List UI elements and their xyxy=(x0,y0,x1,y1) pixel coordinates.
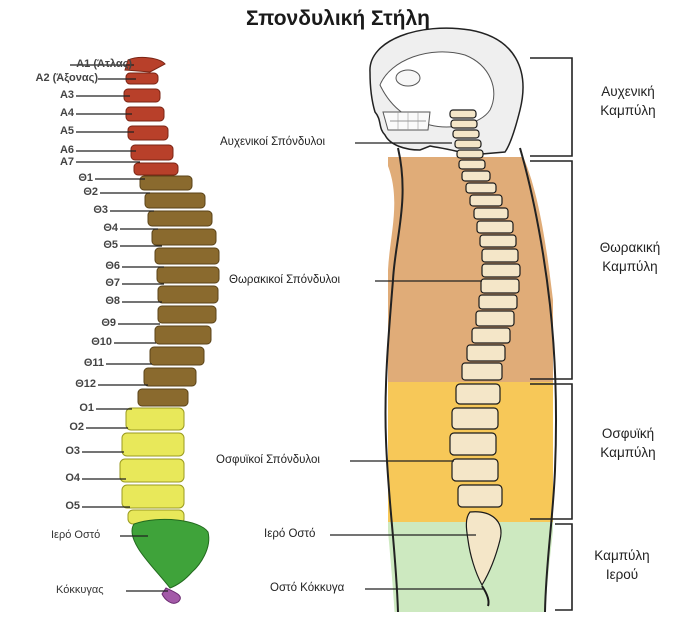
label-t1: Θ1 xyxy=(33,172,93,184)
label-l1: Ο1 xyxy=(34,402,94,414)
label-a4: Α4 xyxy=(14,107,74,119)
region-lumbar-line2: Καμπύλη xyxy=(578,443,676,462)
label-t10: Θ10 xyxy=(52,336,112,348)
region-cervical-curve: Αυχενική Καμπύλη xyxy=(578,82,676,120)
label-coccyx-mid: Οστό Κόκκυγα xyxy=(270,582,344,594)
label-t11: Θ11 xyxy=(44,357,104,369)
label-l5: Ο5 xyxy=(20,500,80,512)
region-lumbar-curve: Οσφυϊκή Καμπύλη xyxy=(578,424,676,462)
label-t4: Θ4 xyxy=(58,222,118,234)
label-sacrum-mid: Ιερό Οστό xyxy=(264,528,315,540)
region-sacral-curve: Καμπύλη Ιερού xyxy=(572,546,672,584)
label-lumbar-vertebrae: Οσφυϊκοί Σπόνδυλοι xyxy=(216,454,320,466)
label-a3: Α3 xyxy=(14,89,74,101)
label-a7: Α7 xyxy=(14,156,74,168)
label-t3: Θ3 xyxy=(48,204,108,216)
label-t5: Θ5 xyxy=(58,239,118,251)
label-sacrum-left: Ιερό Οστό xyxy=(51,529,100,541)
label-t9: Θ9 xyxy=(56,317,116,329)
label-l2: Ο2 xyxy=(24,421,84,433)
label-t2: Θ2 xyxy=(38,186,98,198)
label-t6: Θ6 xyxy=(60,260,120,272)
label-l4: Ο4 xyxy=(20,472,80,484)
region-cervical-line1: Αυχενική xyxy=(578,82,676,101)
region-lumbar-line1: Οσφυϊκή xyxy=(578,424,676,443)
label-t7: Θ7 xyxy=(60,277,120,289)
region-sacral-line2: Ιερού xyxy=(572,565,672,584)
front-spine xyxy=(120,57,219,603)
region-thoracic-line2: Καμπύλη xyxy=(580,257,676,276)
label-cervical-vertebrae: Αυχενικοί Σπόνδυλοι xyxy=(220,136,325,148)
label-thoracic-vertebrae: Θωρακικοί Σπόνδυλοι xyxy=(229,274,340,286)
label-t12: Θ12 xyxy=(36,378,96,390)
region-cervical-line2: Καμπύλη xyxy=(578,101,676,120)
label-l3: Ο3 xyxy=(20,445,80,457)
label-a6: Α6 xyxy=(14,144,74,156)
head-illustration xyxy=(370,28,523,155)
label-t8: Θ8 xyxy=(60,295,120,307)
region-sacral-line1: Καμπύλη xyxy=(572,546,672,565)
page-title: Σπονδυλική Στήλη xyxy=(0,7,676,31)
label-a1: Α1 (Άτλας) xyxy=(8,58,132,70)
label-a2: Α2 (Άξονας) xyxy=(2,72,98,84)
label-a5: Α5 xyxy=(14,125,74,137)
region-thoracic-curve: Θωρακική Καμπύλη xyxy=(580,238,676,276)
region-thoracic-line1: Θωρακική xyxy=(580,238,676,257)
label-coccyx-left: Κόκκυγας xyxy=(56,584,104,596)
